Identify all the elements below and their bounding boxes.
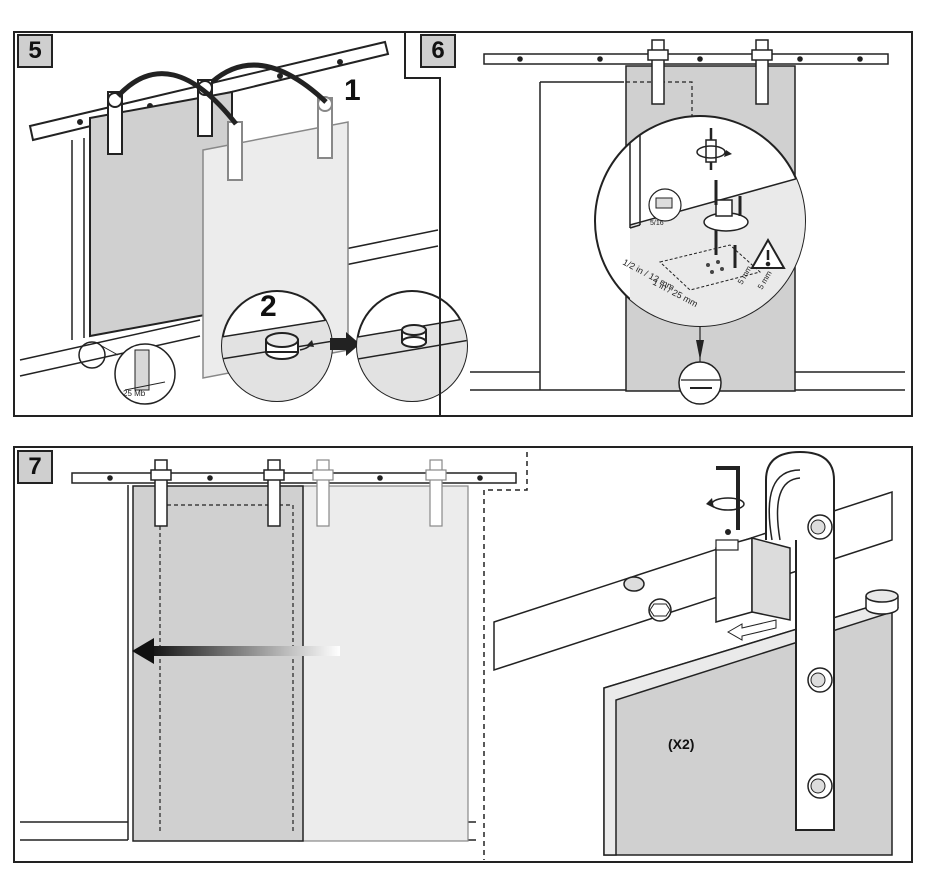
slide-left-arrow-icon	[132, 638, 340, 664]
action-number-2: 2	[260, 290, 277, 323]
panel-step-5: 25 Mb	[13, 31, 468, 417]
rotate-arrow-icon	[724, 150, 732, 157]
hex-key-icon	[706, 466, 745, 535]
direction-arrow-icon	[330, 332, 360, 356]
step-7-badge: 7	[17, 450, 53, 484]
quantity-note: (X2)	[668, 736, 695, 752]
action-number-1: 1	[344, 74, 361, 107]
step-6-badge: 6	[420, 34, 456, 68]
svg-text:25 Mb: 25 Mb	[123, 389, 146, 398]
svg-text:5/16: 5/16	[650, 220, 664, 227]
step-5-badge: 5	[17, 34, 53, 68]
panel-step-7	[13, 446, 913, 863]
panel-step-6: 5/16 1/2 in / 12 mm 1 in / 25 mm 5 mm 5 …	[404, 31, 913, 417]
